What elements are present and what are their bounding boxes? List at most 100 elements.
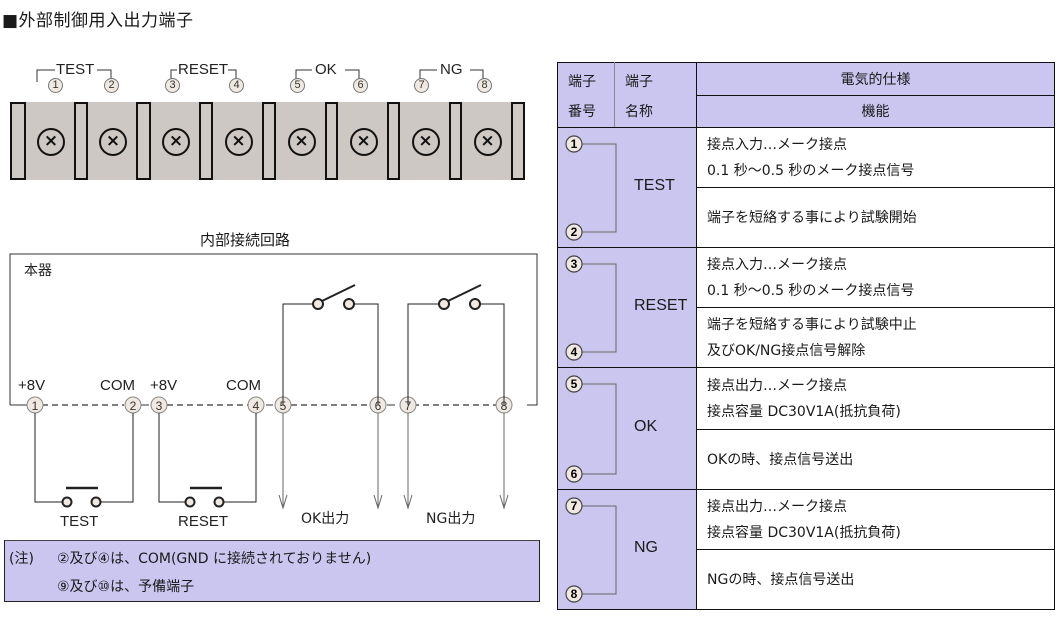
note-prefix: (注) xyxy=(9,551,34,567)
header-text: 端子 xyxy=(625,74,653,90)
circuit-pin-number: 2 xyxy=(130,399,137,413)
header-pin-number: 端子 番号 xyxy=(557,62,615,128)
rail-label-com: COM xyxy=(100,377,135,394)
pin-number: 8 xyxy=(571,587,578,601)
terminal-2: × xyxy=(86,102,138,180)
screw-icon: × xyxy=(411,128,440,156)
function-cell: NGの時、接点信号送出 xyxy=(696,549,1055,610)
table-header-row: 機能 xyxy=(558,94,1055,128)
table-header-row: 端子 番号 端子 名称 電気的仕様 xyxy=(557,62,1055,128)
electrical-spec-cell: 接点出力…メーク接点接点容量 DC30V1A(抵抗負荷) xyxy=(696,489,1055,550)
pin-number: 3 xyxy=(571,257,578,271)
pin-number: 3 xyxy=(165,78,180,93)
electrical-spec-cell: 接点出力…メーク接点接点容量 DC30V1A(抵抗負荷) xyxy=(696,367,1055,430)
pin-number: 2 xyxy=(104,78,119,93)
header-function: 機能 xyxy=(696,94,1055,128)
section-title: ■外部制御用入出力端子 xyxy=(2,11,194,31)
header-text: 端子 xyxy=(568,74,596,90)
circuit-pin-number: 1 xyxy=(32,399,39,413)
internal-circuit-diagram: 本器 +8V COM +8V COM TEST xyxy=(9,253,538,530)
function-cell: 端子を短絡する事により試験中止及びOK/NG接点信号解除 xyxy=(696,307,1055,368)
terminal-block: × × × × × × × × xyxy=(10,102,525,180)
output-arrow xyxy=(403,413,413,510)
pin-number: 1 xyxy=(571,137,578,151)
pin-number: 7 xyxy=(571,499,578,513)
ng-relay-switch xyxy=(407,303,505,405)
header-text: 名称 xyxy=(625,104,653,120)
switch-contact xyxy=(469,298,481,310)
spec-line: 接点容量 DC30V1A(抵抗負荷) xyxy=(707,524,901,541)
spec-line: 接点容量 DC30V1A(抵抗負荷) xyxy=(707,403,901,420)
device-label: 本器 xyxy=(24,263,52,279)
terminal-name: RESET xyxy=(634,297,688,314)
terminal-6: × xyxy=(336,102,389,180)
ok-relay-switch xyxy=(282,303,379,405)
spec-line: 0.1 秒〜0.5 秒のメーク接点信号 xyxy=(707,282,915,299)
output-arrow xyxy=(499,413,509,510)
terminal-group-label-ng: NG xyxy=(440,61,463,78)
table-row: 端子を短絡する事により試験中止及びOK/NG接点信号解除 xyxy=(558,307,1055,368)
function-line: 端子を短絡する事により試験中止 xyxy=(707,316,917,333)
circuit-pin-number: 4 xyxy=(253,399,260,413)
terminal-7: × xyxy=(398,102,451,180)
terminal-4: × xyxy=(211,102,264,180)
terminal-group-label-test: TEST xyxy=(56,61,95,78)
circuit-pin-number: 7 xyxy=(405,399,412,413)
switch-contact xyxy=(61,496,73,508)
pin-bracket-icon: 34 xyxy=(565,255,617,361)
function-cell: OKの時、接点信号送出 xyxy=(696,429,1055,490)
header-electrical-spec: 電気的仕様 xyxy=(696,62,1055,96)
test-pushbutton xyxy=(34,413,134,503)
rail-label-plus8v: +8V xyxy=(150,377,177,394)
screw-icon: × xyxy=(162,128,190,156)
pin-bracket-icon: 56 xyxy=(565,375,617,483)
spec-line: 接点出力…メーク接点 xyxy=(707,377,847,394)
switch-lever xyxy=(321,284,356,302)
terminal-1: × xyxy=(24,102,76,180)
switch-contact xyxy=(438,298,450,310)
terminal-group-label-reset: RESET xyxy=(178,61,229,78)
screw-icon: × xyxy=(287,128,316,156)
spec-line: 0.1 秒〜0.5 秒のメーク接点信号 xyxy=(707,162,915,179)
switch-lever xyxy=(447,284,482,302)
pin-bracket-icon: 12 xyxy=(565,135,617,241)
pin-number: 1 xyxy=(48,78,63,93)
pin-number: 8 xyxy=(477,78,492,93)
spec-line: 接点入力…メーク接点 xyxy=(707,136,847,153)
terminal-3: × xyxy=(149,102,201,180)
spec-line: 接点出力…メーク接点 xyxy=(707,498,847,515)
pin-number: 6 xyxy=(353,78,368,93)
terminal-5: × xyxy=(274,102,327,180)
pin-number: 2 xyxy=(571,225,578,239)
table-row: OKの時、接点信号送出 xyxy=(558,429,1055,490)
table-row: 端子を短絡する事により試験開始 xyxy=(558,187,1055,248)
rail-label-com: COM xyxy=(226,377,261,394)
switch-contact xyxy=(343,298,355,310)
note-line-2: ⑨及び⑩は、予備端子 xyxy=(57,579,195,595)
table-row: NGの時、接点信号送出 xyxy=(558,549,1055,610)
screw-icon: × xyxy=(224,128,253,156)
circuit-pin-number: 3 xyxy=(156,399,163,413)
circuit-pin-number: 6 xyxy=(375,399,382,413)
circuit-pin-number: 5 xyxy=(280,399,287,413)
pin-number: 5 xyxy=(290,78,305,93)
output-arrow xyxy=(278,413,288,510)
screw-icon: × xyxy=(349,128,378,156)
switch-contact xyxy=(184,496,196,508)
function-cell: 端子を短絡する事により試験開始 xyxy=(696,187,1055,248)
screw-icon: × xyxy=(99,128,127,156)
device-frame xyxy=(9,253,538,406)
output-label-ok: OK出力 xyxy=(301,511,349,527)
output-label-ng: NG出力 xyxy=(426,511,475,527)
pin-number: 4 xyxy=(229,78,244,93)
